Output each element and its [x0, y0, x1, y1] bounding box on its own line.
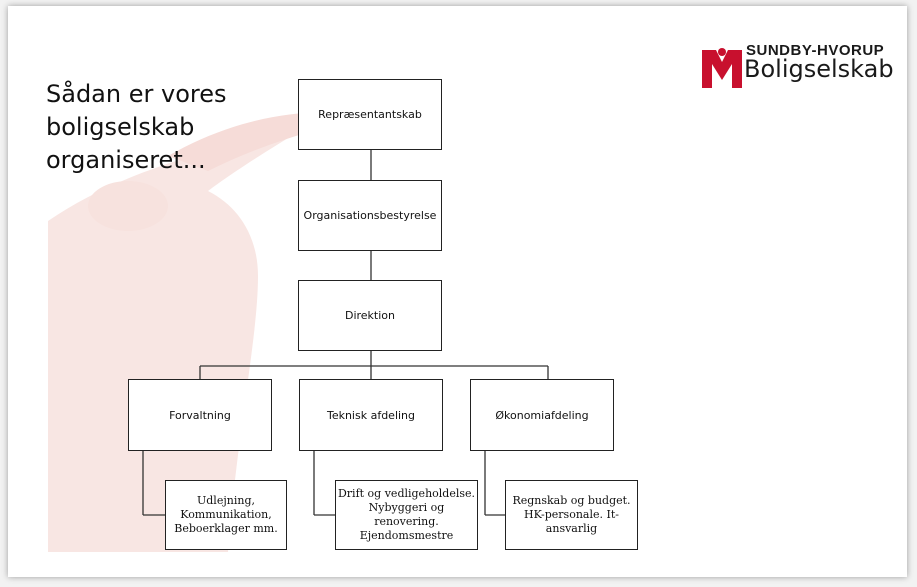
detail-line: HK-personale. It-: [524, 508, 619, 521]
title-line-1: Sådan er vores: [46, 80, 227, 108]
org-connectors: [142, 150, 549, 516]
org-box-bestyrelse: Organisationsbestyrelse: [298, 180, 442, 251]
org-box-label: Organisationsbestyrelse: [303, 209, 437, 222]
logo-top-text: SUNDBY-HVORUP: [746, 42, 885, 59]
title-line-2: boligselskab: [46, 113, 195, 141]
detail-line: ansvarlig: [545, 522, 598, 535]
logo-bottom-text: Boligselskab: [744, 55, 894, 83]
company-logo: SUNDBY-HVORUP Boligselskab: [698, 42, 898, 92]
org-box-label: Forvaltning: [169, 408, 231, 422]
detail-line: Udlejning,: [197, 494, 255, 507]
detail-line: Drift og vedligeholdelse.: [337, 487, 476, 500]
detail-line: Ejendomsmestre: [359, 529, 454, 542]
org-box-representantskab: Repræsentantskab: [298, 79, 442, 150]
detail-line: Beboerklager mm.: [174, 522, 278, 535]
org-box-okonomi: Økonomiafdeling: [470, 379, 614, 451]
org-box-label: Økonomiafdeling: [495, 408, 589, 422]
detail-line: renovering.: [374, 515, 439, 528]
detail-line: Kommunikation,: [180, 508, 272, 521]
detail-line: Regnskab og budget.: [512, 494, 631, 507]
org-box-label: Repræsentantskab: [318, 108, 422, 121]
org-box-label: Direktion: [344, 309, 395, 322]
org-box-forvaltning: Forvaltning: [128, 379, 272, 451]
detail-line: Nybyggeri og: [368, 501, 445, 514]
org-box-label: Teknisk afdeling: [326, 408, 416, 422]
slide-title: Sådan er vores boligselskab organiseret.…: [46, 78, 246, 177]
logo-figure-icon: [702, 48, 742, 88]
slide: Sådan er vores boligselskab organiseret.…: [8, 6, 907, 577]
title-line-3: organiseret...: [46, 146, 206, 174]
org-detail-okonomi: Regnskab og budget. HK-personale. It- an…: [505, 480, 638, 550]
org-box-direktion: Direktion: [298, 280, 442, 351]
org-detail-forvaltning: Udlejning, Kommunikation, Beboerklager m…: [165, 480, 287, 550]
org-box-teknisk: Teknisk afdeling: [299, 379, 443, 451]
org-detail-teknisk: Drift og vedligeholdelse. Nybyggeri og r…: [335, 480, 478, 550]
